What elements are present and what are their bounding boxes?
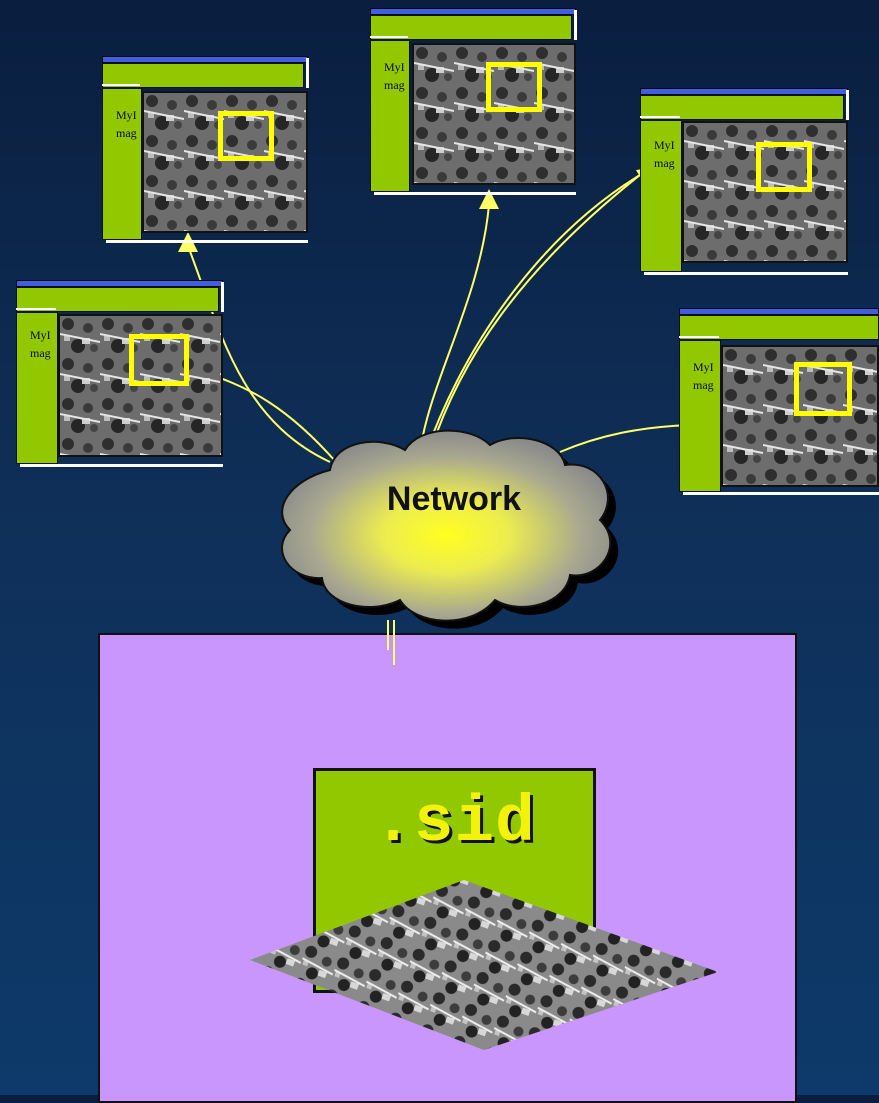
window-label-line1: MyI	[693, 360, 714, 374]
window-shadow	[20, 464, 223, 467]
region-of-interest-highlight	[794, 362, 852, 416]
window-label-line2: mag	[693, 378, 714, 392]
region-of-interest-highlight	[218, 111, 274, 161]
window-label-line2: mag	[384, 78, 405, 92]
window-sidebar	[102, 88, 142, 240]
window-edge	[574, 10, 577, 40]
window-label-line2: mag	[30, 346, 51, 360]
window-shadow	[106, 240, 308, 243]
window-header	[16, 287, 219, 312]
window-sidebar	[679, 340, 721, 492]
window-header	[679, 315, 879, 340]
region-of-interest-highlight	[756, 142, 812, 192]
window-sidebar	[370, 40, 410, 192]
window-label-line2: mag	[654, 156, 675, 170]
client-window: MyI mag	[679, 308, 879, 495]
window-divider	[679, 336, 719, 338]
window-label: MyI mag	[384, 58, 405, 94]
window-label: MyI mag	[693, 358, 714, 394]
network-label: Network	[386, 480, 522, 518]
client-window: MyI mag	[16, 280, 224, 467]
window-label: MyI mag	[116, 106, 137, 142]
region-of-interest-highlight	[486, 62, 542, 112]
window-label-line1: MyI	[116, 108, 137, 122]
window-edge	[221, 282, 224, 312]
window-label: MyI mag	[30, 326, 51, 362]
client-window: MyI mag	[102, 56, 309, 243]
window-shadow	[644, 272, 848, 275]
sid-file-label: .sid	[373, 785, 536, 860]
window-sidebar	[640, 120, 682, 272]
client-window: MyI mag	[640, 88, 849, 275]
window-header	[102, 63, 304, 88]
window-label: MyI mag	[654, 136, 675, 172]
window-divider	[370, 36, 408, 38]
window-label-line1: MyI	[654, 138, 675, 152]
window-divider	[102, 84, 140, 86]
window-header	[370, 15, 572, 40]
window-divider	[16, 308, 56, 310]
window-header	[640, 95, 844, 120]
window-divider	[640, 116, 680, 118]
window-edge	[846, 90, 849, 120]
client-window: MyI mag	[370, 8, 577, 195]
window-label-line2: mag	[116, 126, 137, 140]
window-shadow	[683, 492, 879, 495]
region-of-interest-highlight	[129, 334, 189, 386]
window-sidebar	[16, 312, 58, 464]
window-label-line1: MyI	[384, 60, 405, 74]
window-shadow	[374, 192, 576, 195]
window-edge	[306, 58, 309, 88]
window-label-line1: MyI	[30, 328, 51, 342]
